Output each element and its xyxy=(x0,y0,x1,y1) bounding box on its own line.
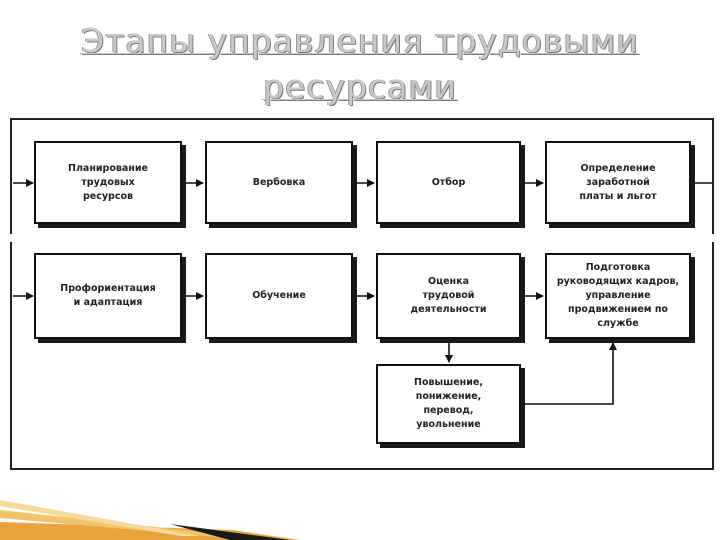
stage-planning: Планирование трудовых ресурсов xyxy=(34,141,182,224)
title-line-1: Этапы управления трудовыми xyxy=(81,21,639,60)
stage-compensation: Определение заработной платы и льгот xyxy=(545,141,691,224)
stage-movement: Повышение, понижение, перевод, увольнени… xyxy=(376,364,521,444)
slide-title: Этапы управления трудовыми ресурсами xyxy=(0,18,720,110)
stage-recruitment: Вербовка xyxy=(205,141,353,224)
stage-management-development: Подготовка руководящих кадров, управлени… xyxy=(545,253,691,339)
arrow-movement-management xyxy=(525,342,617,405)
stage-selection: Отбор xyxy=(376,141,521,224)
frame-gap xyxy=(10,234,714,242)
stage-appraisal: Оценка трудовой деятельности xyxy=(376,253,521,339)
title-line-2: ресурсами xyxy=(263,67,457,106)
stage-orientation: Профориентация и адаптация xyxy=(34,253,182,339)
decorative-corner-accent xyxy=(0,500,300,540)
stage-training: Обучение xyxy=(205,253,353,339)
